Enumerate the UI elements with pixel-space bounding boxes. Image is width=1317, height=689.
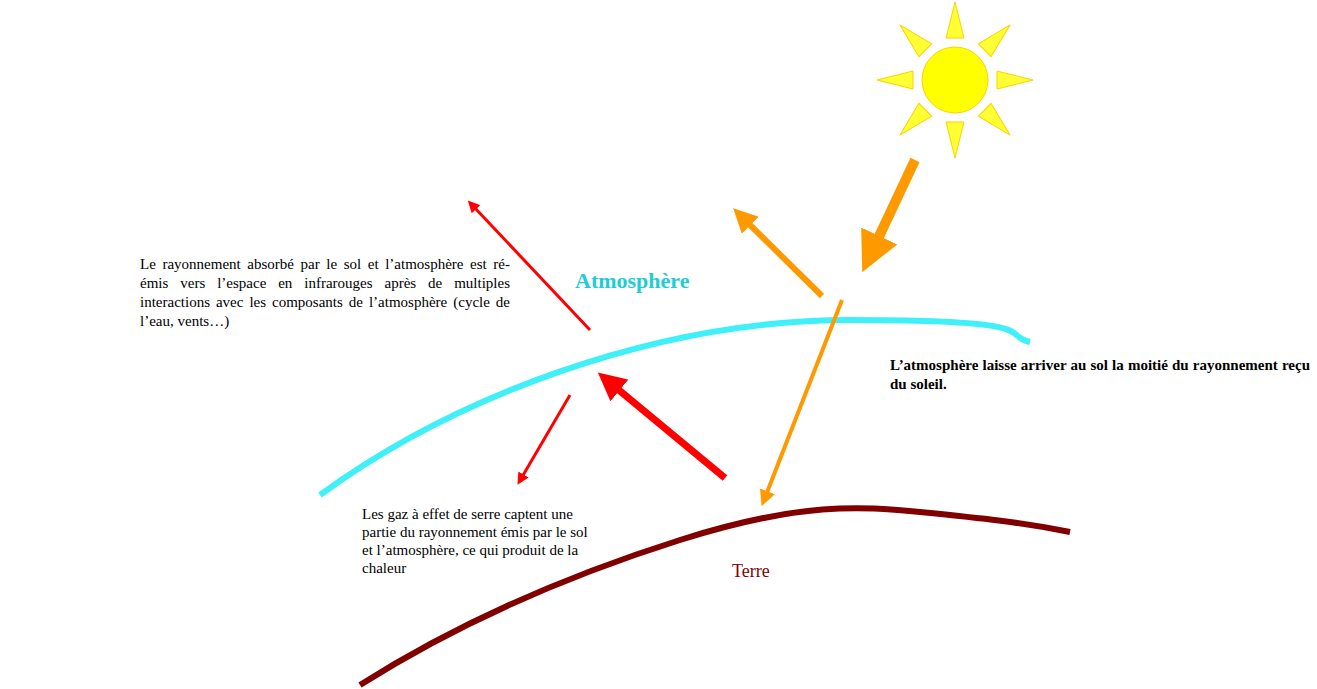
back-radiation-arrow	[522, 395, 570, 477]
atmosphere-label: Atmosphère	[575, 268, 689, 294]
transmitted-solar-arrow	[766, 300, 842, 495]
incoming-solar-arrow	[875, 160, 915, 245]
earth-label: Terre	[732, 560, 770, 582]
explanation-note: L’atmosphère laisse arriver au sol la mo…	[890, 356, 1310, 394]
explanation-note: Le rayonnement absorbé par le sol et l’a…	[140, 255, 510, 331]
sun-rays	[877, 2, 1033, 158]
sun-symbol	[877, 2, 1033, 158]
reflected-solar-arrow	[746, 221, 822, 296]
explanation-note: Les gaz à effet de serre captent une par…	[362, 505, 600, 577]
atmosphere-curve	[320, 320, 1030, 495]
ground-infrared-arrow	[614, 386, 725, 478]
sun-disc	[922, 47, 988, 113]
